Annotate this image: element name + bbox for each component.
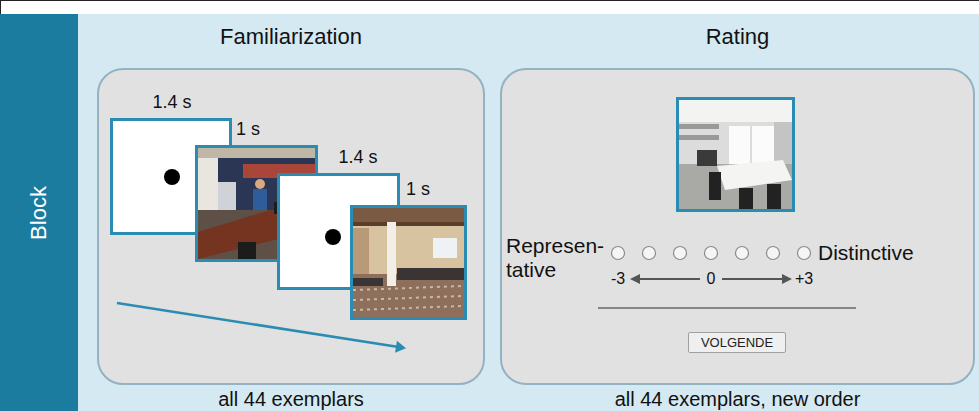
text-holder: all 44 exemplars	[97, 387, 485, 411]
text-holder: 1 s	[406, 179, 430, 199]
scale-option	[705, 247, 718, 260]
photo-beam	[353, 222, 464, 226]
scale-option	[674, 247, 687, 260]
duration-label: 1.4 s	[338, 147, 377, 167]
block-band: Block	[0, 14, 78, 411]
phase-panel: Familiarization all 44 exemplars 1.4 s 1 …	[97, 22, 485, 411]
photo-door	[198, 158, 218, 218]
text-holder: 1 s	[236, 119, 260, 139]
scale-number: -3	[611, 270, 625, 287]
photo-wall	[353, 208, 464, 317]
photo-wall	[679, 100, 792, 209]
scene-photo	[679, 100, 792, 209]
arrow-head	[782, 274, 792, 284]
photo-shelf	[679, 124, 719, 129]
scale-option	[736, 247, 749, 260]
scale-option	[767, 247, 780, 260]
text-holder: 1.4 s	[152, 92, 191, 112]
photo-border	[678, 99, 794, 211]
duration-label: 1.4 s	[152, 92, 191, 112]
scale-circles	[612, 247, 811, 260]
photo-person	[253, 189, 267, 211]
light-ground	[0, 14, 979, 411]
scale-option	[612, 247, 625, 260]
scale-number: +3	[795, 270, 813, 287]
text-holder: 1.4 s	[338, 147, 377, 167]
photo-window-bar	[751, 126, 752, 164]
photo-ceiling	[198, 148, 315, 158]
photo-carpet-pattern	[353, 286, 464, 310]
scale-option	[643, 247, 656, 260]
photo-wall	[353, 228, 369, 278]
label-holder: Distinctive	[818, 241, 914, 265]
photo-ceiling	[679, 100, 792, 122]
arrow-head	[630, 274, 640, 284]
text-holder: Familiarization	[97, 22, 485, 52]
text-holder: all 44 exemplars, new order	[500, 387, 975, 411]
photo-cabinet	[697, 150, 717, 166]
separator-line	[598, 307, 856, 309]
panel-caption: all 44 exemplars	[218, 388, 364, 410]
photo-chairs	[397, 268, 464, 280]
scale-arrow	[722, 278, 784, 280]
band-label: Block	[26, 186, 52, 240]
photo-column	[387, 222, 396, 286]
scale-number: 0	[707, 270, 716, 287]
label-holder: 0	[707, 270, 716, 288]
photo-person	[255, 179, 265, 189]
panel-caption: all 44 exemplars, new order	[615, 388, 861, 410]
photo-chair	[238, 242, 256, 259]
photo-chair	[739, 188, 753, 209]
scale-end-label: Represen- tative	[506, 234, 604, 281]
duration-label: 1 s	[236, 119, 260, 139]
top-strip	[0, 0, 979, 14]
frame-line	[0, 0, 979, 1]
photo-chair	[767, 184, 781, 209]
scene-photo	[353, 208, 464, 317]
button-label: VOLGENDE	[701, 335, 773, 350]
scale-arrow	[638, 278, 700, 280]
photo-chairs	[353, 278, 383, 286]
scale-end-label: Distinctive	[818, 241, 914, 264]
fixation-dot	[325, 229, 341, 245]
text-holder: Block	[12, 200, 66, 226]
label-holder: Represen- tative	[506, 234, 610, 282]
photo-chair	[709, 172, 721, 200]
text-holder: Rating	[500, 22, 975, 52]
duration-label: 1 s	[406, 179, 430, 199]
phase-panel: Rating all 44 exemplars, new order	[500, 22, 975, 411]
photo-shelf	[679, 135, 719, 140]
image-frame: 1 s	[350, 205, 467, 320]
fixation-dot	[164, 169, 180, 185]
text-holder: VOLGENDE	[701, 335, 773, 350]
next-button: VOLGENDE	[688, 332, 786, 353]
arrow-head	[395, 341, 406, 353]
photo-screen	[433, 238, 457, 258]
panel-heading: Rating	[706, 24, 770, 49]
label-holder: -3	[611, 270, 625, 288]
panel-heading: Familiarization	[220, 24, 362, 49]
photo-ceiling	[353, 208, 464, 222]
photo-carpet	[353, 274, 464, 317]
scale-option	[798, 247, 811, 260]
label-holder: +3	[795, 270, 813, 288]
photo-window	[729, 126, 774, 164]
